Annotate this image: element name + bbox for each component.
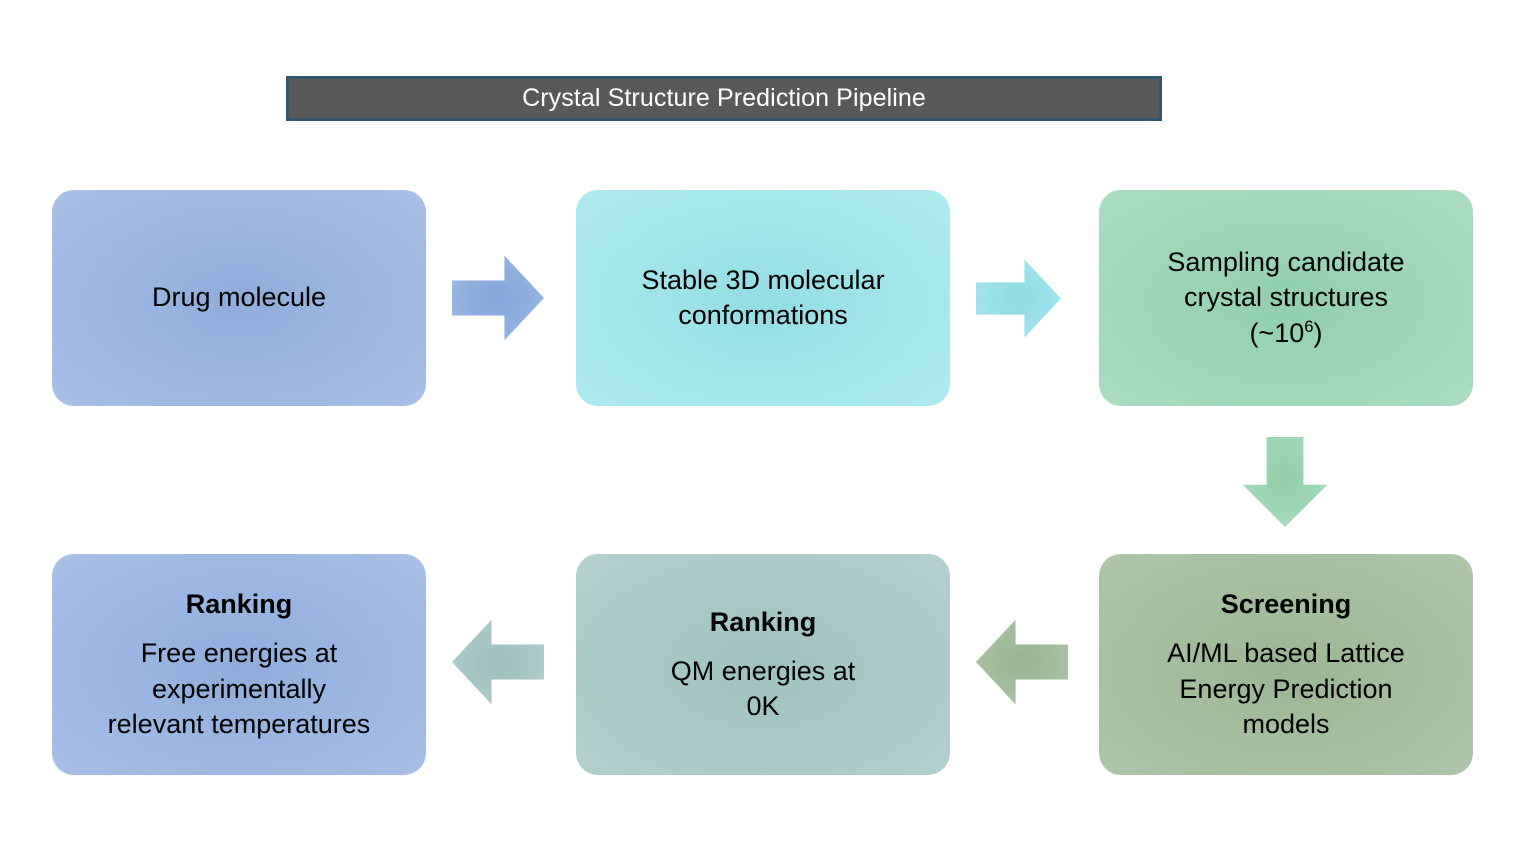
node-ranking-free-energy-line-1: Free energies at: [140, 638, 338, 669]
node-screening-body: AI/ML based Lattice Energy Prediction mo…: [1167, 636, 1405, 741]
node-ranking-free-energy[interactable]: Ranking Free energies at experimentally …: [52, 554, 426, 775]
node-ranking-free-energy-line-3: relevant temperatures: [107, 708, 371, 739]
node-screening-heading: Screening: [1220, 589, 1352, 620]
node-sampling-count-prefix: (~10: [1249, 317, 1305, 348]
node-ranking-free-energy-body: Free energies at experimentally relevant…: [108, 636, 371, 741]
node-sampling-line-1: Sampling candidate: [1167, 245, 1404, 280]
node-conformations-line-2: conformations: [678, 300, 848, 330]
node-sampling-line-3: (~106): [1249, 316, 1322, 351]
node-screening-line-3: models: [1242, 708, 1330, 739]
node-sampling-line-1-rest: candidate: [1279, 247, 1405, 278]
node-sampling-keyword: Sampling: [1167, 247, 1280, 278]
diagram-title-banner: Crystal Structure Prediction Pipeline: [286, 76, 1162, 121]
node-sampling[interactable]: Sampling candidate crystal structures (~…: [1099, 190, 1473, 406]
page-title: Crystal Structure Prediction Pipeline: [522, 84, 926, 112]
arrow-right-icon-drug-to-conformations: [452, 252, 544, 344]
arrow-left-icon-ranking-qm-to-ranking-free: [452, 616, 544, 708]
node-sampling-count-exponent: 6: [1304, 316, 1314, 336]
node-ranking-qm-line-2: 0K: [746, 691, 780, 722]
node-sampling-line-2: crystal structures: [1183, 282, 1389, 313]
node-conformations-line-1: Stable 3D molecular: [641, 264, 885, 295]
node-ranking-qm[interactable]: Ranking QM energies at 0K: [576, 554, 950, 775]
node-screening-line-2: Energy Prediction: [1179, 673, 1393, 704]
node-sampling-count-suffix: ): [1313, 317, 1323, 348]
node-screening-line-1: AI/ML based Lattice: [1167, 638, 1405, 669]
arrow-down-icon-sampling-to-screening: [1239, 437, 1331, 527]
node-screening[interactable]: Screening AI/ML based Lattice Energy Pre…: [1099, 554, 1473, 775]
node-drug-molecule-line-1: Drug molecule: [151, 282, 327, 313]
node-conformations[interactable]: Stable 3D molecular conformations: [576, 190, 950, 406]
node-ranking-free-energy-line-2: experimentally: [151, 673, 327, 704]
node-ranking-qm-line-1: QM energies at: [670, 655, 856, 686]
node-drug-molecule[interactable]: Drug molecule: [52, 190, 426, 406]
node-ranking-qm-heading: Ranking: [709, 606, 817, 637]
arrow-left-icon-screening-to-ranking-qm: [976, 616, 1068, 708]
node-ranking-qm-body: QM energies at 0K: [671, 654, 856, 724]
node-ranking-free-energy-heading: Ranking: [185, 589, 293, 620]
arrow-right-icon-conformations-to-sampling: [976, 256, 1061, 341]
